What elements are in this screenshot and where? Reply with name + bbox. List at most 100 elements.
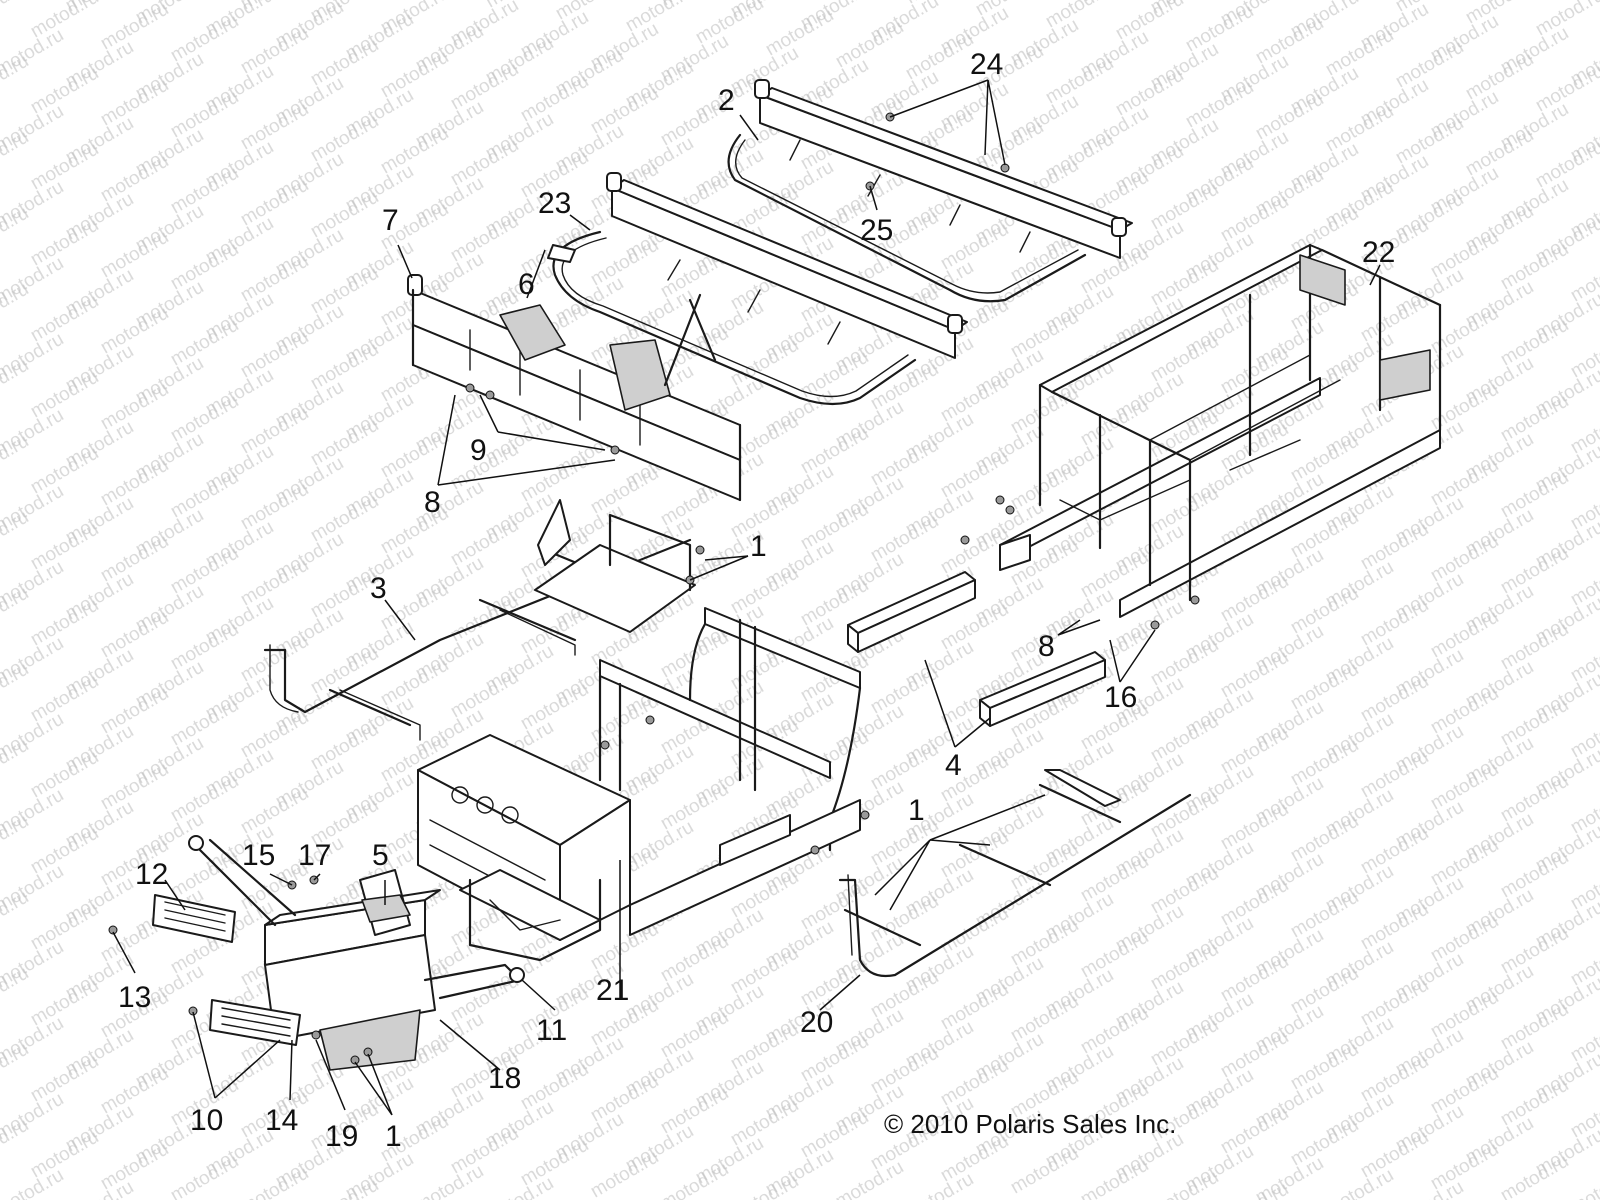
watermark-text: motod.ru [1357,1051,1432,1107]
watermark-text: motod.ru [937,1131,1012,1187]
watermark-text: motod.ru [237,783,312,839]
watermark-text: motod.ru [1497,391,1572,447]
part-rear-floor-frame [838,769,1192,978]
watermark-text: motod.ru [797,423,872,479]
watermark-text: motod.ru [1497,999,1572,1055]
watermark-text: motod.ru [97,607,172,663]
watermark-text: motod.ru [517,71,592,127]
watermark-text: motod.ru [237,631,312,687]
watermark-text: motod.ru [27,747,102,803]
watermark-text: motod.ru [1497,543,1572,599]
watermark-text: motod.ru [797,347,872,403]
watermark-text: motod.ru [1217,875,1292,931]
watermark-text: motod.ru [1462,49,1537,105]
watermark-text: motod.ru [27,1051,102,1107]
part-rear-main-frame [999,243,1442,618]
watermark-text: motod.ru [1287,887,1362,943]
watermark-text: motod.ru [1392,37,1467,93]
watermark-text: motod.ru [27,291,102,347]
callout-24: 24 [970,48,1003,81]
watermark-text: motod.ru [97,227,172,283]
watermark-text: motod.ru [937,1055,1012,1111]
watermark-text: motod.ru [167,11,242,67]
watermark-text: motod.ru [27,899,102,955]
watermark-text: motod.ru [587,83,662,139]
watermark-text: motod.ru [97,455,172,511]
watermark-text: motod.ru [1147,635,1222,691]
watermark-text: motod.ru [1427,607,1502,663]
watermark-text: motod.ru [447,515,522,571]
watermark-text: motod.ru [1357,899,1432,955]
callout-9: 9 [470,434,487,467]
watermark-text: motod.ru [97,683,172,739]
callout-1a: 1 [750,530,767,563]
callout-25: 25 [860,214,893,247]
watermark-text: motod.ru [1147,179,1222,235]
callout-14: 14 [265,1104,298,1137]
watermark-text: motod.ru [1427,683,1502,739]
watermark-text: motod.ru [237,1163,312,1200]
watermark-text: motod.ru [657,931,732,987]
watermark-text: motod.ru [867,815,942,871]
watermark-text: motod.ru [1427,911,1502,967]
watermark-text: motod.ru [27,975,102,1031]
callout-21: 21 [596,974,629,1007]
watermark-text: motod.ru [97,1139,172,1195]
watermark-text: motod.ru [1217,191,1292,247]
watermark-text: motod.ru [1217,647,1292,703]
watermark-text: motod.ru [867,1043,942,1099]
watermark-text: motod.ru [1182,77,1257,133]
watermark-text: motod.ru [447,211,522,267]
watermark-text: motod.ru [1357,671,1432,727]
watermark-text: motod.ru [1077,851,1152,907]
watermark-text: motod.ru [27,443,102,499]
watermark-text: motod.ru [1322,101,1397,157]
leader-lines [112,79,1381,1116]
watermark-text: motod.ru [27,1127,102,1183]
watermark-text: motod.ru [1322,25,1397,81]
watermark-text: motod.ru [97,531,172,587]
watermark-text: motod.ru [517,1059,592,1115]
watermark-text: motod.ru [1357,1127,1432,1183]
part-main-chassis [417,607,862,962]
watermark-text: motod.ru [1147,331,1222,387]
watermark-text: motod.ru [867,435,942,491]
watermark-text: motod.ru [97,1063,172,1119]
part-cab-floor-frame [263,499,696,741]
part-cargo-frame-front [552,172,968,406]
watermark-text: motod.ru [307,187,382,243]
watermark-text: motod.ru [797,499,872,555]
watermark-text: motod.ru [657,1007,732,1063]
callout-2: 2 [718,84,735,117]
watermark-text: motod.ru [167,695,242,751]
watermark-text: motod.ru [727,1095,802,1151]
watermark-text: motod.ru [727,1171,802,1200]
watermark-text: motod.ru [97,303,172,359]
watermark-text: motod.ru [307,415,382,471]
callout-11: 11 [536,1014,567,1047]
watermark-text: motod.ru [1217,799,1292,855]
watermark-text: motod.ru [1007,1143,1082,1199]
callout-1b: 1 [908,794,925,827]
watermark-text: motod.ru [167,163,242,219]
watermark-text: motod.ru [1217,1027,1292,1083]
watermark-text: motod.ru [307,339,382,395]
watermark-text: motod.ru [1427,987,1502,1043]
watermark-text: motod.ru [377,655,452,711]
watermark-text: motod.ru [377,503,452,559]
part-front-cab-frame [407,244,742,502]
watermark-text: motod.ru [1287,659,1362,715]
watermark-text: motod.ru [517,679,592,735]
watermark-text: motod.ru [937,827,1012,883]
watermark-text: motod.ru [1497,619,1572,675]
watermark-text: motod.ru [167,1151,242,1200]
watermark-text: motod.ru [97,759,172,815]
watermark-text: motod.ru [1427,1139,1502,1195]
watermark-text: motod.ru [517,451,592,507]
watermark-text: motod.ru [167,771,242,827]
watermark-text: motod.ru [447,59,522,115]
watermark-text: motod.ru [657,323,732,379]
watermark-text: motod.ru [1462,125,1537,181]
watermark-text: motod.ru [1287,963,1362,1019]
